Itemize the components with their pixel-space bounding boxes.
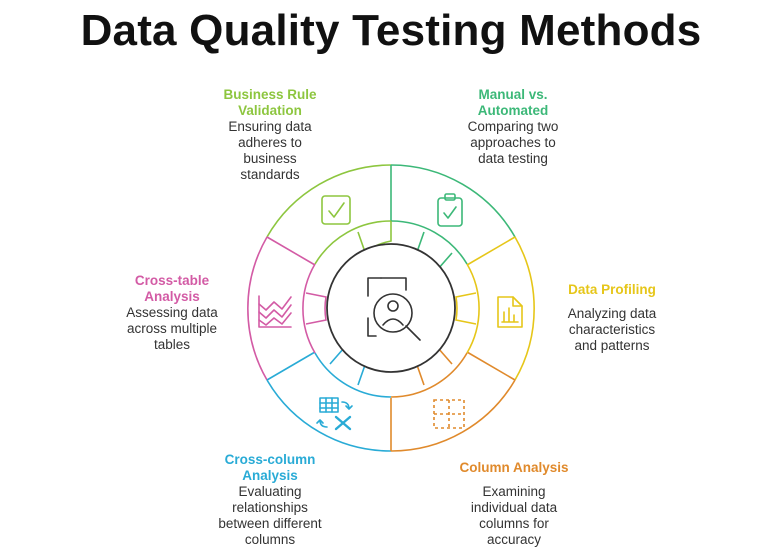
inner-arc-business xyxy=(314,220,392,265)
segment-description: Assessing data across multiple tables xyxy=(102,305,242,353)
description-line: across multiple xyxy=(126,321,218,336)
outer-arc-column xyxy=(390,379,516,452)
description-line: individual data xyxy=(470,500,558,515)
segment-heading: Data Profiling xyxy=(542,282,682,298)
heading-line: Analysis xyxy=(144,289,200,304)
description-line: Comparing two xyxy=(467,119,559,134)
description-line: between different xyxy=(218,516,322,531)
description-line: approaches to xyxy=(470,135,556,150)
center-hub xyxy=(326,243,456,373)
segment-description: Ensuring data adheres to business standa… xyxy=(200,119,340,183)
segment-heading: Cross-column Analysis xyxy=(195,452,345,484)
dashed-grid-icon xyxy=(433,399,465,429)
heading-line: Data Profiling xyxy=(568,282,656,297)
description-line: relationships xyxy=(232,500,308,515)
outer-arc-manual xyxy=(390,164,516,238)
segment-manual-vs-automated: Manual vs. Automated Comparing two appro… xyxy=(443,87,583,167)
heading-line: Validation xyxy=(238,103,302,118)
segment-business-rule-validation: Business Rule Validation Ensuring data a… xyxy=(200,87,340,183)
document-chart-icon xyxy=(497,296,523,328)
divider-line xyxy=(466,236,516,266)
table-exchange-icon xyxy=(316,397,353,431)
heading-line: Manual vs. xyxy=(478,87,548,102)
segment-heading: Column Analysis xyxy=(444,460,584,476)
heading-line: Column Analysis xyxy=(459,460,569,475)
description-line: Assessing data xyxy=(126,305,218,320)
checkbox-icon xyxy=(321,195,351,225)
inner-arc-profiling xyxy=(466,263,480,354)
divider-line xyxy=(266,236,316,266)
description-line: tables xyxy=(153,337,191,352)
divider-line xyxy=(266,351,316,381)
description-line: data testing xyxy=(478,151,548,166)
outer-arc-profiling xyxy=(514,236,535,381)
inner-arc-crosstable xyxy=(302,263,316,354)
heading-line: Business Rule xyxy=(223,87,317,102)
outer-arc-crosstable xyxy=(247,236,268,381)
inner-arc-column xyxy=(390,352,468,398)
segment-description: Comparing two approaches to data testing xyxy=(443,119,583,167)
segment-heading: Cross-table Analysis xyxy=(102,273,242,305)
inner-tab-profiling xyxy=(455,292,477,325)
description-line: Examining xyxy=(482,484,546,499)
description-line: and patterns xyxy=(574,338,650,353)
segment-heading: Business Rule Validation xyxy=(200,87,340,119)
segment-description: Examining individual data columns for ac… xyxy=(444,484,584,548)
outer-arc-crosscolumn xyxy=(266,379,392,452)
description-line: columns xyxy=(244,532,296,547)
inner-tab-crosstable xyxy=(305,292,327,325)
heading-line: Cross-column xyxy=(224,452,316,467)
description-line: characteristics xyxy=(568,322,656,337)
line-chart-icon xyxy=(258,295,292,328)
inner-arc-manual xyxy=(390,220,468,265)
segment-column-analysis: Column Analysis Examining individual dat… xyxy=(444,460,584,548)
segment-cross-table-analysis: Cross-table Analysis Assessing data acro… xyxy=(102,273,242,353)
description-line: adheres to xyxy=(238,135,302,150)
segment-heading: Manual vs. Automated xyxy=(443,87,583,119)
segment-data-profiling: Data Profiling Analyzing data characteri… xyxy=(542,282,682,354)
segment-description: Analyzing data characteristics and patte… xyxy=(542,306,682,354)
description-line: Analyzing data xyxy=(567,306,657,321)
page-title: Data Quality Testing Methods xyxy=(80,6,702,55)
heading-line: Analysis xyxy=(242,468,298,483)
segment-cross-column-analysis: Cross-column Analysis Evaluating relatio… xyxy=(195,452,345,548)
description-line: Ensuring data xyxy=(228,119,312,134)
inner-arc-crosscolumn xyxy=(314,352,392,398)
divider-line xyxy=(466,351,516,381)
description-line: columns for xyxy=(479,516,549,531)
description-line: business xyxy=(243,151,297,166)
segment-description: Evaluating relationships between differe… xyxy=(195,484,345,548)
description-line: Evaluating xyxy=(238,484,302,499)
outer-arc-business xyxy=(266,164,392,238)
description-line: accuracy xyxy=(486,532,542,547)
description-line: standards xyxy=(240,167,300,182)
person-search-icon xyxy=(367,277,421,341)
clipboard-check-icon xyxy=(437,193,463,227)
heading-line: Automated xyxy=(477,103,549,118)
heading-line: Cross-table xyxy=(134,273,210,288)
